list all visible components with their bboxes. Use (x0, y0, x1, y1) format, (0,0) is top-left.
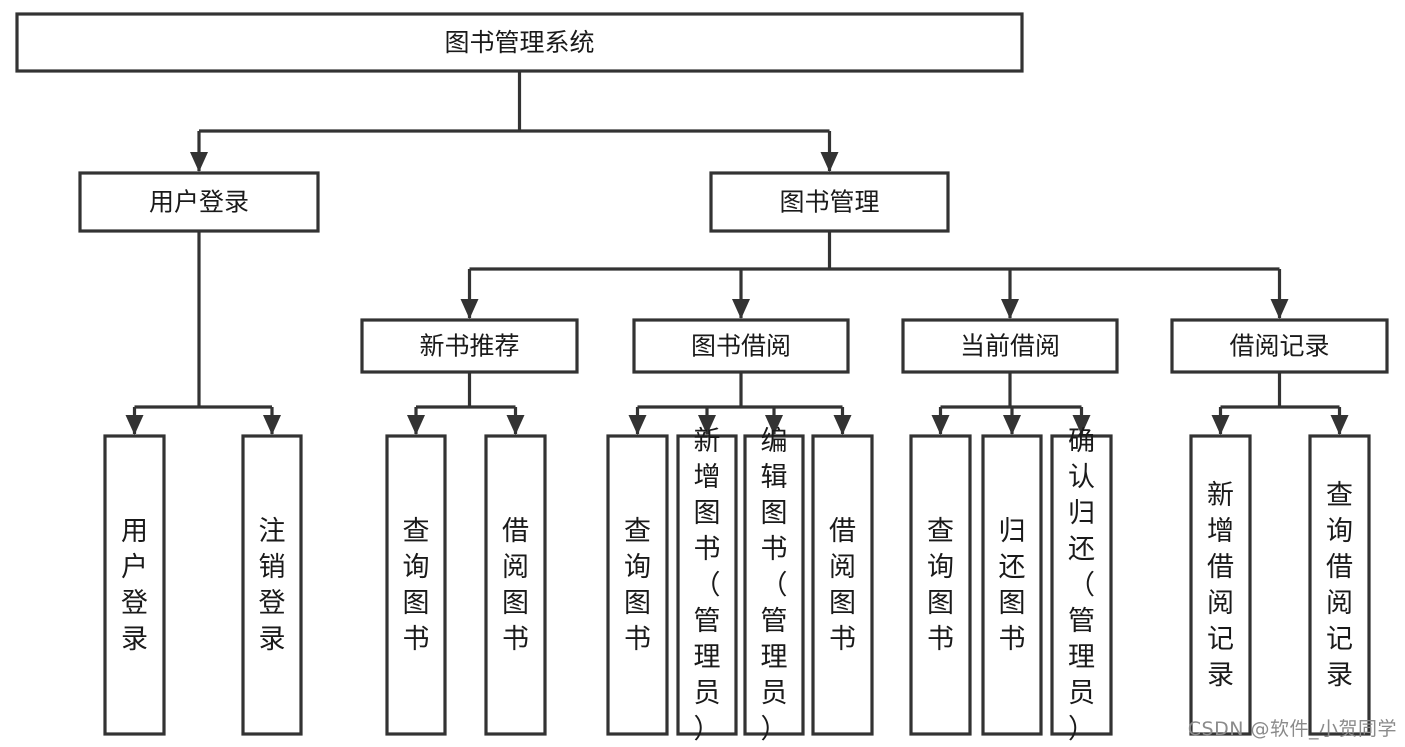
node-box[interactable] (606, 434, 669, 736)
node-root[interactable]: 图书管理系统 (15, 12, 1024, 73)
arrow-head (1270, 299, 1289, 319)
arrow-head (1211, 415, 1230, 435)
arrow-head (1330, 415, 1349, 435)
node-box[interactable] (909, 434, 972, 736)
node-label: 查询图书 (624, 516, 651, 655)
node-label: 当前借阅 (960, 332, 1060, 361)
node-leaf-borrow-book-1[interactable]: 借阅图书 (484, 434, 547, 736)
node-leaf-logout[interactable]: 注销登录 (241, 434, 303, 736)
node-box[interactable] (981, 434, 1043, 736)
node-label: 图书管理系统 (444, 28, 594, 57)
node-box[interactable] (1170, 318, 1389, 374)
node-leaf-confirm-return[interactable]: 确认归还（管理员） (1050, 426, 1113, 745)
node-label: 确认归还（管理员） (1068, 426, 1095, 745)
node-label: 借阅记录 (1229, 332, 1329, 361)
node-label: 借阅图书 (829, 516, 856, 655)
arrow-head (1003, 415, 1021, 435)
arrow-head (765, 415, 783, 435)
node-box[interactable] (15, 12, 1024, 73)
node-box[interactable] (743, 434, 805, 736)
node-label: 图书借阅 (691, 332, 791, 361)
node-box[interactable] (811, 434, 874, 736)
node-leaf-add-book[interactable]: 新增图书（管理员） (676, 426, 738, 745)
arrow-head (628, 415, 647, 435)
node-label: 查询图书 (403, 516, 430, 655)
node-box[interactable] (1308, 434, 1371, 736)
node-label: 归还图书 (999, 516, 1026, 655)
arrow-head (732, 299, 750, 319)
node-borrow-record[interactable]: 借阅记录 (1170, 318, 1389, 374)
node-box[interactable] (901, 318, 1119, 374)
arrow-head (407, 415, 425, 435)
node-current-borrow[interactable]: 当前借阅 (901, 318, 1119, 374)
node-box[interactable] (241, 434, 303, 736)
node-box[interactable] (360, 318, 579, 374)
arrow-head (1001, 299, 1019, 319)
node-book-borrow[interactable]: 图书借阅 (632, 318, 850, 374)
node-leaf-user-login[interactable]: 用户登录 (103, 434, 166, 736)
node-label: 用户登录 (149, 188, 249, 217)
node-leaf-edit-book[interactable]: 编辑图书（管理员） (743, 426, 805, 745)
connector-layer (125, 71, 1349, 435)
node-label: 用户登录 (121, 516, 148, 655)
node-box[interactable] (103, 434, 166, 736)
node-leaf-add-record[interactable]: 新增借阅记录 (1189, 434, 1252, 736)
node-layer: 图书管理系统用户登录图书管理新书推荐图书借阅当前借阅借阅记录用户登录注销登录查询… (15, 12, 1389, 745)
node-leaf-query-book-1[interactable]: 查询图书 (385, 434, 447, 736)
arrow-head (698, 415, 716, 435)
node-new-book-recommend[interactable]: 新书推荐 (360, 318, 579, 374)
node-leaf-query-book-3[interactable]: 查询图书 (909, 434, 972, 736)
node-leaf-borrow-book-2[interactable]: 借阅图书 (811, 434, 874, 736)
node-user-login[interactable]: 用户登录 (78, 171, 320, 233)
arrow-head (820, 152, 839, 172)
node-leaf-query-book-2[interactable]: 查询图书 (606, 434, 669, 736)
node-label: 新增图书（管理员） (694, 426, 721, 745)
node-box[interactable] (484, 434, 547, 736)
arrow-head (125, 415, 144, 435)
node-label: 查询借阅记录 (1326, 480, 1353, 691)
node-box[interactable] (78, 171, 320, 233)
node-box[interactable] (676, 434, 738, 736)
arrow-head (833, 415, 852, 435)
node-box[interactable] (709, 171, 950, 233)
node-label: 编辑图书（管理员） (761, 426, 788, 745)
node-leaf-return-book[interactable]: 归还图书 (981, 434, 1043, 736)
arrow-head (1072, 415, 1091, 435)
node-box[interactable] (385, 434, 447, 736)
arrow-head (190, 152, 208, 172)
node-box[interactable] (1050, 434, 1113, 736)
node-leaf-query-record[interactable]: 查询借阅记录 (1308, 434, 1371, 736)
node-label: 图书管理 (779, 188, 879, 217)
arrow-head (506, 415, 525, 435)
node-label: 新增借阅记录 (1207, 480, 1234, 691)
node-label: 注销登录 (259, 516, 286, 655)
node-label: 查询图书 (927, 516, 954, 655)
node-book-management[interactable]: 图书管理 (709, 171, 950, 233)
arrow-head (263, 415, 281, 435)
arrow-head (460, 299, 479, 319)
node-label: 新书推荐 (419, 332, 519, 361)
node-label: 借阅图书 (502, 516, 529, 655)
node-box[interactable] (632, 318, 850, 374)
arrow-head (931, 415, 950, 435)
node-box[interactable] (1189, 434, 1252, 736)
